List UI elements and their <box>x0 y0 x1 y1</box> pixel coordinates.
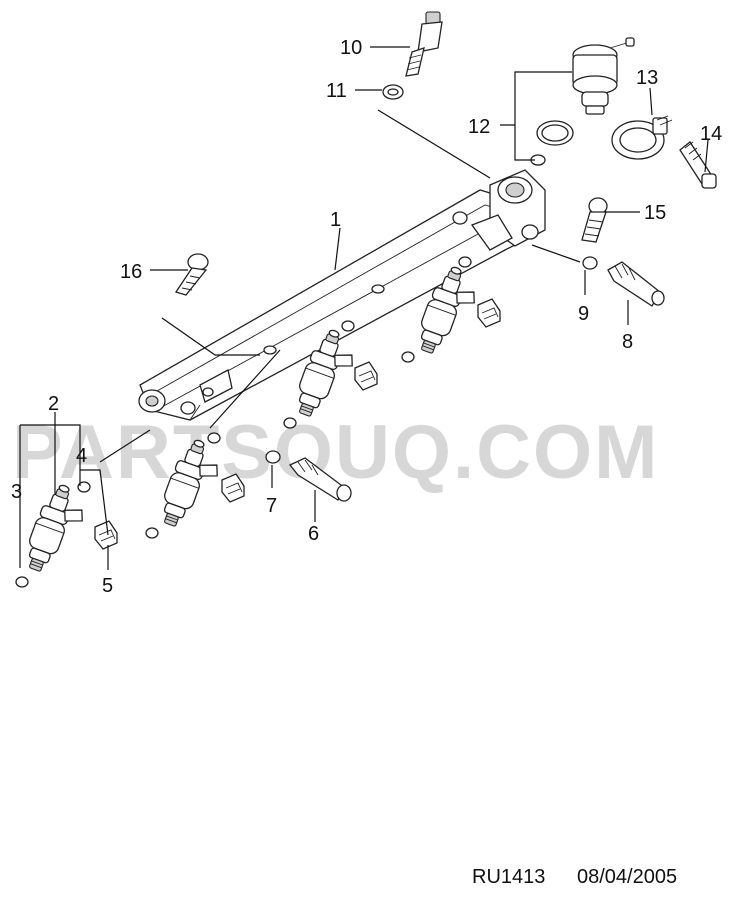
callout-16[interactable]: 16 <box>120 261 142 283</box>
callout-1[interactable]: 1 <box>330 209 341 231</box>
callout-8[interactable]: 8 <box>622 331 633 353</box>
footer-date: 08/04/2005 <box>577 866 677 888</box>
callout-labels: 1 2 3 4 5 6 7 8 9 10 11 12 13 14 15 16 <box>11 37 722 597</box>
sensor-8[interactable] <box>607 261 665 307</box>
callout-7[interactable]: 7 <box>266 495 277 517</box>
injector-clip-c[interactable] <box>477 298 501 328</box>
washer-11[interactable] <box>382 84 404 100</box>
bolt-16[interactable] <box>174 253 209 296</box>
callout-14[interactable]: 14 <box>700 123 722 145</box>
callout-13[interactable]: 13 <box>636 67 658 89</box>
callout-9[interactable]: 9 <box>578 303 589 325</box>
callout-5[interactable]: 5 <box>102 575 113 597</box>
callout-6[interactable]: 6 <box>308 523 319 545</box>
callout-10[interactable]: 10 <box>340 37 362 59</box>
callout-2[interactable]: 2 <box>48 393 59 415</box>
clamp-13[interactable] <box>611 115 673 160</box>
injector-clip-b[interactable] <box>354 361 378 391</box>
callout-12[interactable]: 12 <box>468 116 490 138</box>
injector-2[interactable] <box>19 480 93 580</box>
callout-3[interactable]: 3 <box>11 481 22 503</box>
fuel-rail[interactable] <box>138 169 546 421</box>
bolt-14[interactable] <box>679 141 717 189</box>
callout-11[interactable]: 11 <box>326 80 347 102</box>
pressure-regulator-12[interactable] <box>530 37 635 166</box>
bolt-10[interactable] <box>405 11 443 77</box>
callout-4[interactable]: 4 <box>76 445 87 467</box>
leader-lines <box>19 46 709 570</box>
injector-clip-5[interactable] <box>94 520 118 550</box>
o-rings[interactable] <box>15 256 472 588</box>
footer-code: RU1413 <box>472 866 545 888</box>
sensor-6[interactable] <box>288 457 352 502</box>
washer-7[interactable] <box>265 450 281 464</box>
callout-15[interactable]: 15 <box>644 202 666 224</box>
washer-9[interactable] <box>582 256 598 270</box>
bolt-15[interactable] <box>581 197 608 243</box>
